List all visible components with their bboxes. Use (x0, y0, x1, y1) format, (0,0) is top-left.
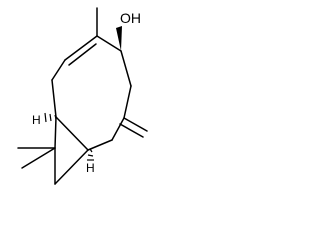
ring-bond-c1-c2 (51, 79, 57, 118)
double-bond-c3-c4-outer (64, 35, 98, 61)
hydroxyl-label: OH (120, 10, 141, 26)
ring-bond-c4-c5 (96, 35, 122, 52)
ring-bond-c7-c8 (111, 117, 125, 141)
ring-bond-c6-c7 (123, 85, 132, 119)
molecule-diagram: OH H H (17, 7, 148, 185)
cyclobutane-bond-c1-c9 (55, 116, 89, 151)
cyclobutane-bond-c10-c9 (54, 149, 89, 185)
stereo-h-upper-label: H (32, 113, 41, 127)
cyclobutane-bond-c1-c11 (54, 116, 57, 149)
ring-bond-c2-c3 (51, 59, 66, 81)
structure-canvas: OH H H (0, 0, 172, 211)
methylene-bond-inner (119, 123, 144, 138)
double-bond-c3-c4-inner (68, 43, 97, 66)
methylene-bond-outer (123, 117, 148, 132)
gem-methyl-bond-2 (21, 147, 56, 169)
ring-bond-c8-c9 (87, 139, 113, 151)
wedge-bond-oh (116, 26, 122, 51)
hashed-bond-c9-h (87, 148, 94, 161)
stereo-h-lower-label: H (86, 161, 95, 175)
hashed-bond-c1-h (44, 112, 57, 123)
ring-bond-c5-c6 (120, 50, 132, 87)
